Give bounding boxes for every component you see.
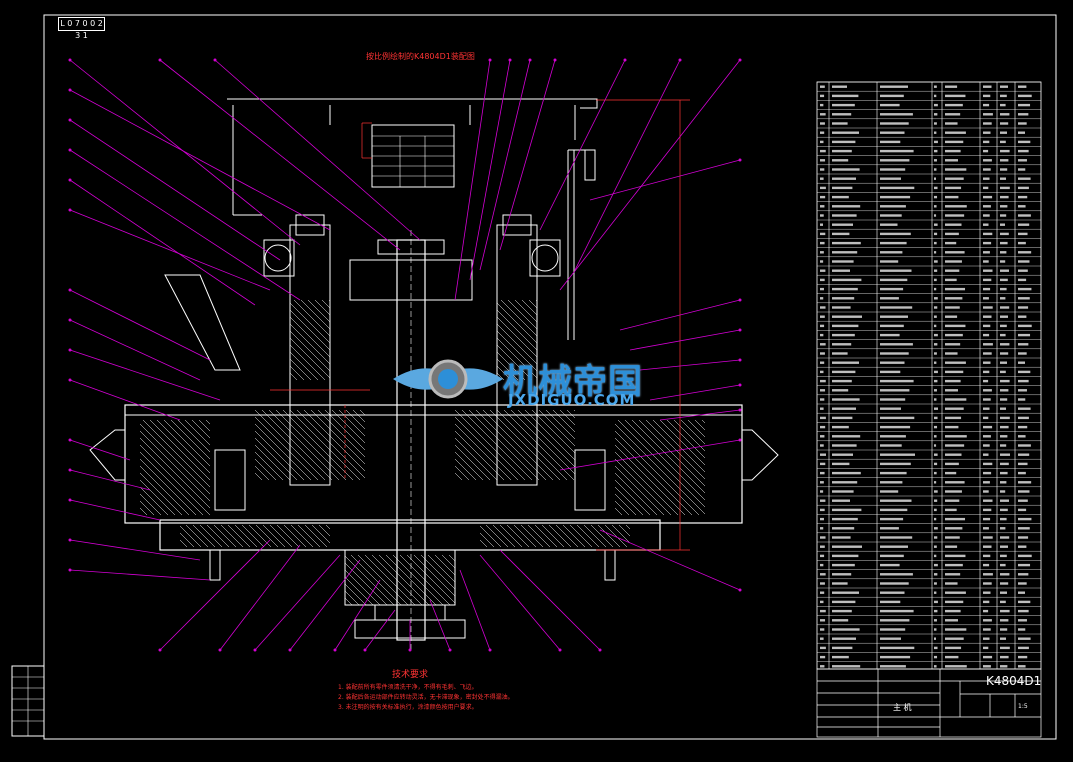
tech-requirement-2: 2. 装配后各运动部件应转动灵活，无卡滞现象，密封处不得漏油。 [338,694,514,701]
item-balloons [68,58,742,652]
gear-eagle-logo-icon [393,359,503,399]
drawing-border [43,14,1057,740]
title-block-name: 主 机 [893,703,912,712]
watermark: 机械帝国 JXDIGUO.COM [388,349,688,411]
main-view-title: 按比例绘制的K4804D1装配图 [366,52,475,61]
tech-requirements-title: 技术要求 [392,670,429,680]
title-block-scale: 1:5 [1018,703,1028,710]
parts-list [816,81,1042,670]
watermark-cn-text: 机械帝国 [503,362,643,402]
drawing-number: K4804D1 [986,674,1042,688]
tech-requirement-3: 3. 未注明的按有关标准执行，涂漆颜色按用户要求。 [338,704,478,711]
leader-lines [69,59,741,651]
tech-requirement-1: 1. 装配前所有零件须清洗干净，不得有毛刺、飞边。 [338,684,478,691]
title-block [816,668,1042,738]
corner-stamp: L 0 7 0 0 2 3 1 [58,17,105,40]
section-hatching [139,299,706,606]
dimension-lines [270,99,690,551]
watermark-en-text: JXDIGUO.COM [508,391,636,409]
